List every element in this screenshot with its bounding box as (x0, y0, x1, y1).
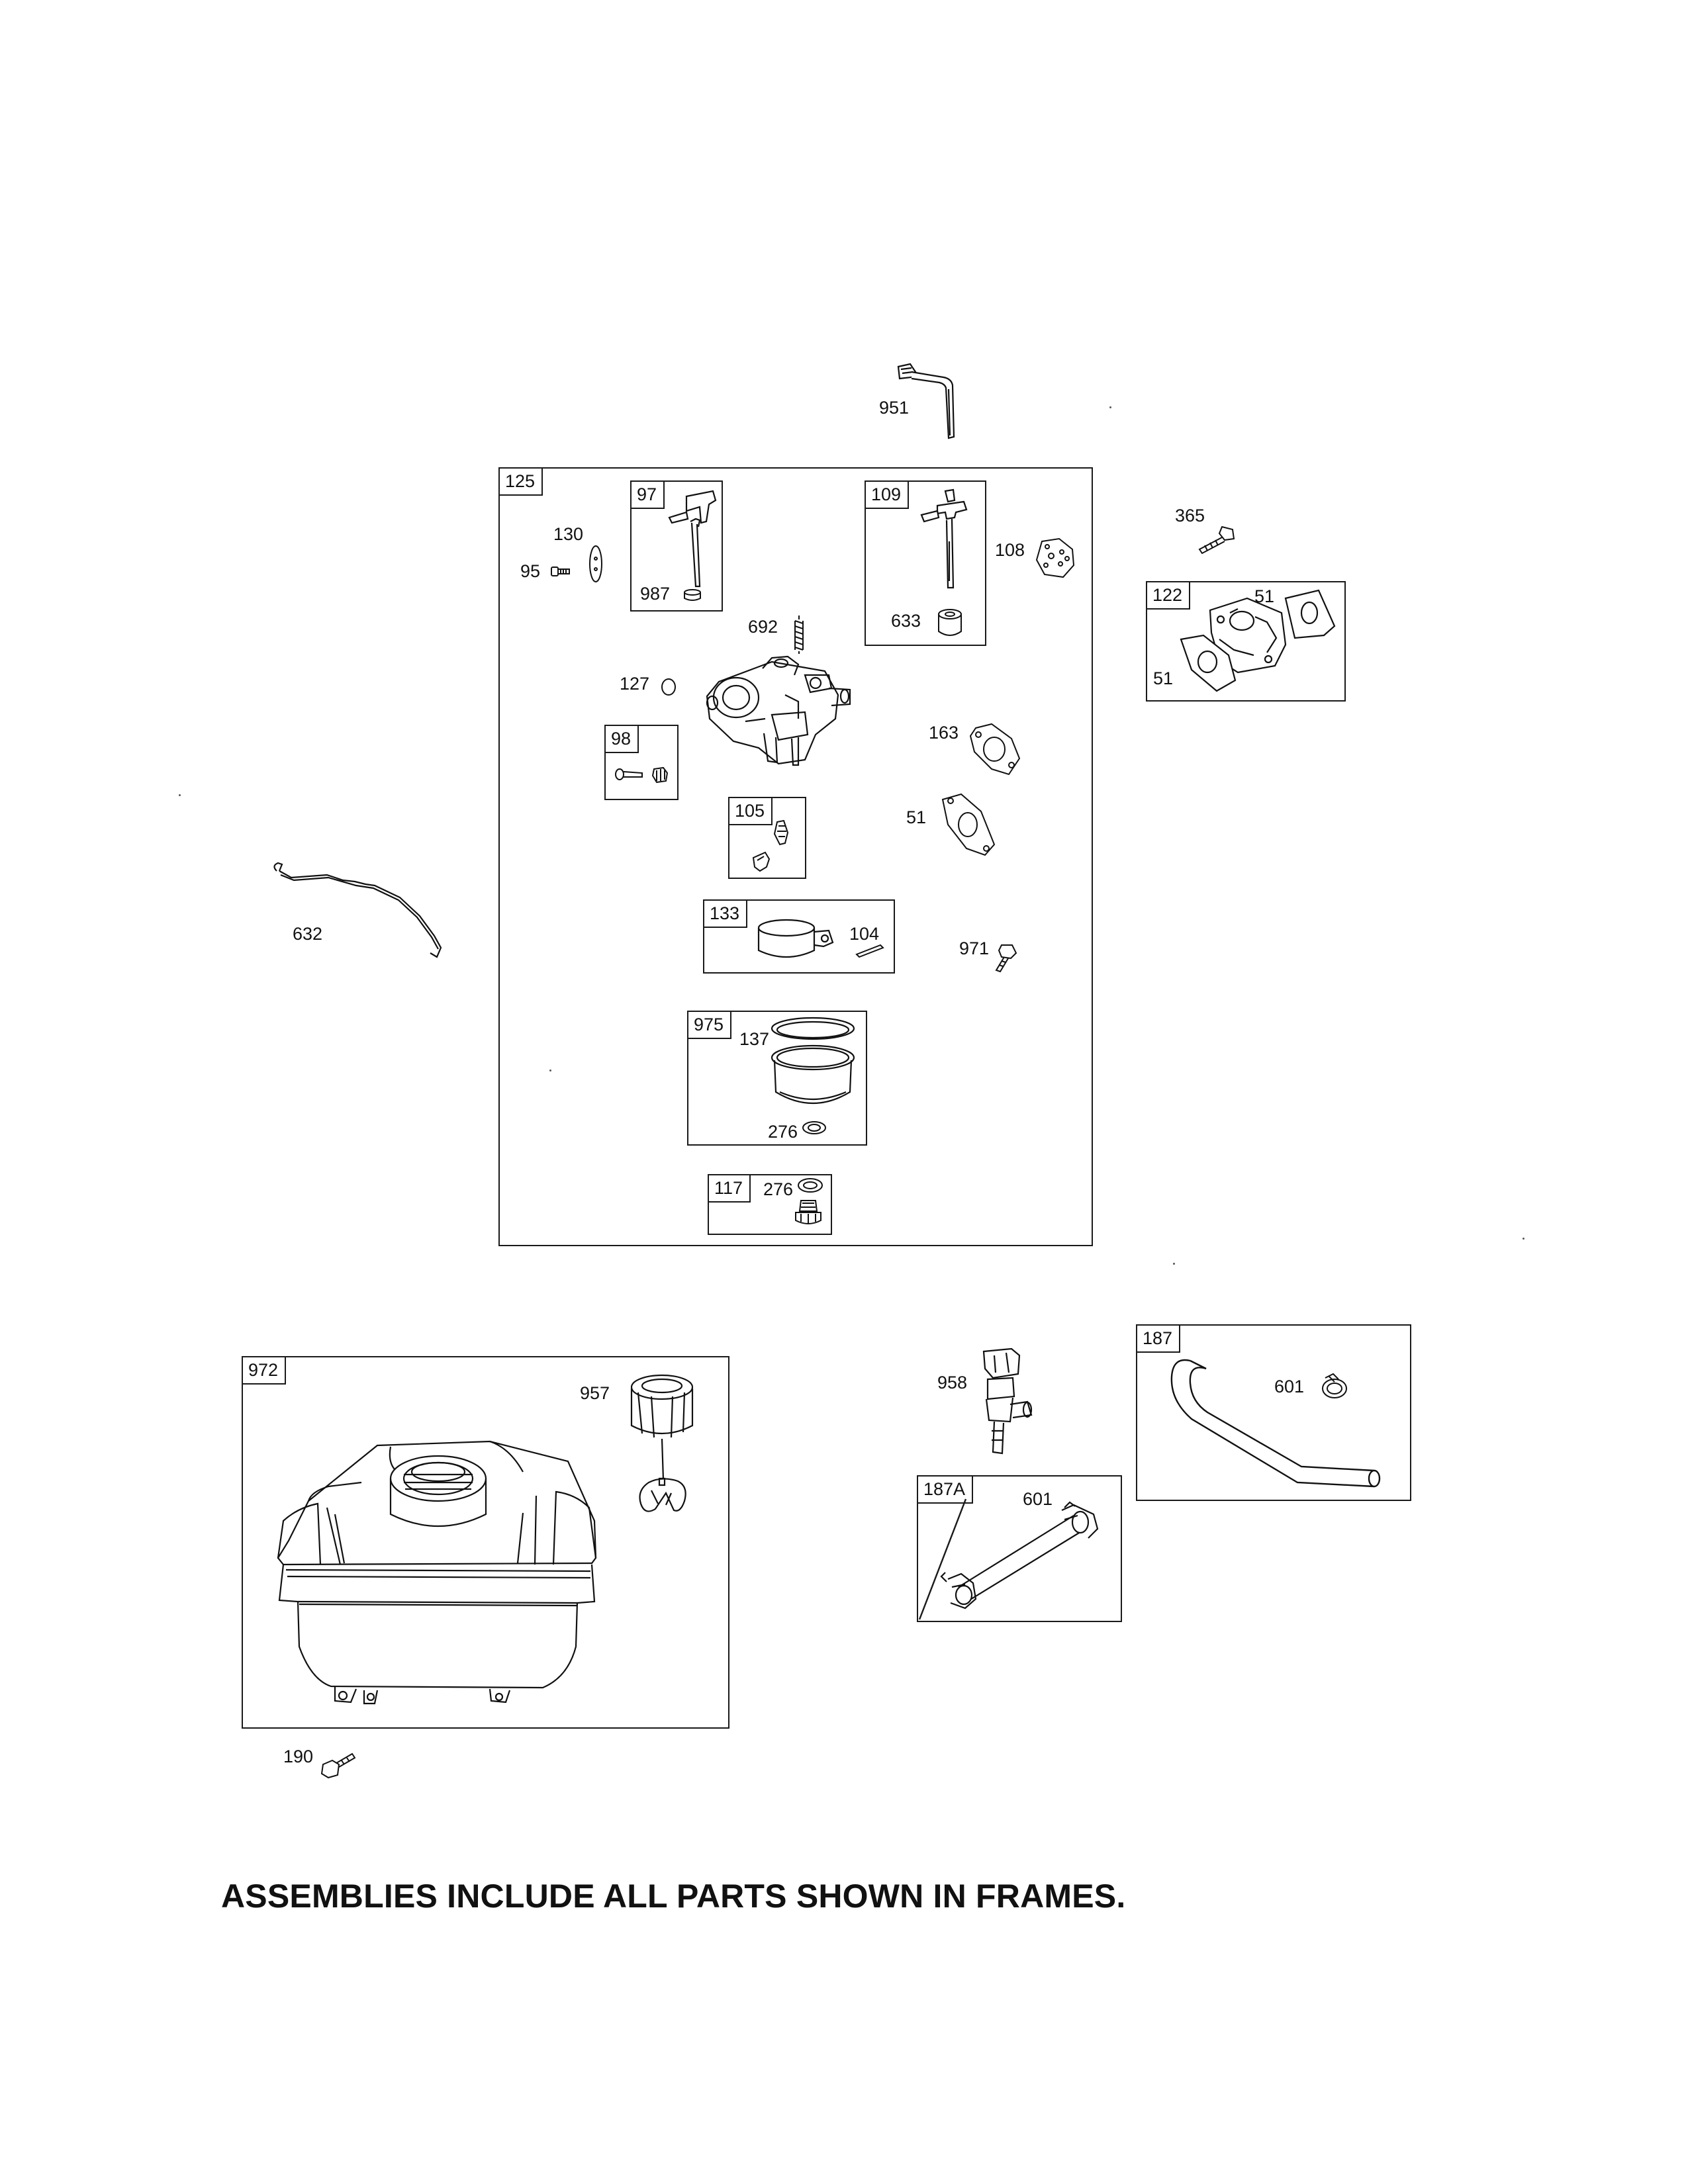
frame-187-fuel-line: 187 (1136, 1324, 1411, 1501)
frame-label-109: 109 (866, 482, 910, 509)
choke-shaft-drawing (917, 488, 970, 594)
callout-104: 104 (849, 924, 880, 944)
frame-label-187a: 187A (918, 1477, 974, 1504)
callout-108: 108 (995, 540, 1025, 560)
scan-speck (1523, 1238, 1524, 1240)
callout-971: 971 (959, 938, 990, 958)
frame-122: 122 (1146, 581, 1346, 702)
frame-109: 109 (865, 480, 986, 646)
float-needle-drawing (740, 819, 801, 876)
fuel-cap-drawing (625, 1373, 698, 1551)
carburetor-body-drawing (699, 655, 851, 768)
scan-speck (1109, 406, 1111, 408)
needle-screw-98-drawing (613, 761, 673, 788)
screw-365-drawing (1196, 524, 1237, 555)
screw-971-drawing (988, 942, 1019, 973)
callout-633: 633 (891, 611, 921, 631)
callout-130: 130 (553, 524, 584, 544)
screw-190-drawing (318, 1747, 357, 1782)
frame-label-187: 187 (1137, 1326, 1181, 1353)
bushing-drawing (681, 588, 704, 603)
callout-987: 987 (640, 584, 671, 604)
frame-label-97: 97 (632, 482, 665, 509)
float-bowl-drawing (767, 1015, 859, 1115)
assemblies-note: ASSEMBLIES INCLUDE ALL PARTS SHOWN IN FR… (221, 1878, 1126, 1915)
frame-98: 98 (604, 725, 679, 800)
hose-clamp-601-upper-drawing (1316, 1370, 1353, 1402)
float-drawing (755, 916, 841, 966)
scan-speck (179, 794, 181, 796)
frame-125-carburetor-assembly: 125 (498, 467, 1093, 1246)
frame-label-975: 975 (688, 1012, 732, 1039)
frame-133: 133 (703, 899, 895, 974)
callout-365: 365 (1175, 506, 1205, 525)
seal-127-drawing (659, 678, 678, 696)
callout-276-upper: 276 (768, 1122, 798, 1142)
frame-label-117: 117 (709, 1175, 751, 1203)
callout-95: 95 (520, 561, 541, 581)
washer-276-lower-drawing (796, 1177, 824, 1194)
governor-link-drawing (267, 860, 453, 973)
gasket-51-drawing (939, 792, 1000, 858)
screw-95-drawing (549, 564, 572, 578)
callout-632: 632 (293, 924, 323, 944)
frame-label-98: 98 (606, 726, 639, 753)
scan-speck (1173, 1263, 1175, 1265)
choke-lever-drawing (892, 363, 971, 442)
callout-190: 190 (283, 1747, 314, 1766)
frame-187a-fuel-line: 187A (917, 1475, 1122, 1622)
callout-958: 958 (937, 1373, 968, 1392)
frame-97: 97 (630, 480, 723, 612)
callout-51-right: 51 (906, 807, 927, 827)
frame-117: 117 (708, 1174, 832, 1235)
fuel-line-hose-187-drawing (1165, 1350, 1395, 1496)
seal-633-drawing (935, 608, 965, 639)
callout-137: 137 (739, 1029, 770, 1049)
bowl-screw-drawing (792, 1197, 825, 1231)
callout-601-lower: 601 (1023, 1489, 1053, 1509)
frame-label-972: 972 (243, 1357, 287, 1385)
throttle-shaft-drawing (667, 488, 720, 594)
gasket-163-drawing (965, 721, 1022, 778)
frame-label-105: 105 (729, 798, 773, 825)
callout-601-upper: 601 (1274, 1377, 1305, 1396)
frame-187a-corner-line (918, 1498, 967, 1620)
frame-label-122: 122 (1147, 582, 1191, 610)
frame-label-133: 133 (704, 901, 748, 928)
callout-163: 163 (929, 723, 959, 743)
scan-speck (549, 1069, 551, 1071)
callout-692: 692 (748, 617, 778, 637)
callout-127: 127 (620, 674, 650, 694)
fuel-tank-drawing (271, 1435, 602, 1718)
shutoff-valve-drawing (973, 1346, 1037, 1463)
callout-951: 951 (879, 398, 910, 418)
spring-drawing (792, 614, 806, 654)
choke-plate-drawing (1033, 536, 1076, 580)
throttle-plate-drawing (586, 544, 605, 584)
frame-105: 105 (728, 797, 806, 879)
float-pin-drawing (854, 942, 886, 958)
frame-975: 975 (687, 1011, 867, 1146)
callout-51-lower: 51 (1153, 668, 1174, 688)
washer-276-upper-drawing (801, 1120, 827, 1136)
callout-276-lower: 276 (763, 1179, 794, 1199)
intake-manifold-drawing (1169, 586, 1341, 699)
frame-label-125: 125 (500, 469, 543, 496)
fuel-line-hose-187a-drawing (932, 1500, 1104, 1612)
callout-957: 957 (580, 1383, 610, 1403)
frame-972-fuel-tank: 972 (242, 1356, 729, 1729)
